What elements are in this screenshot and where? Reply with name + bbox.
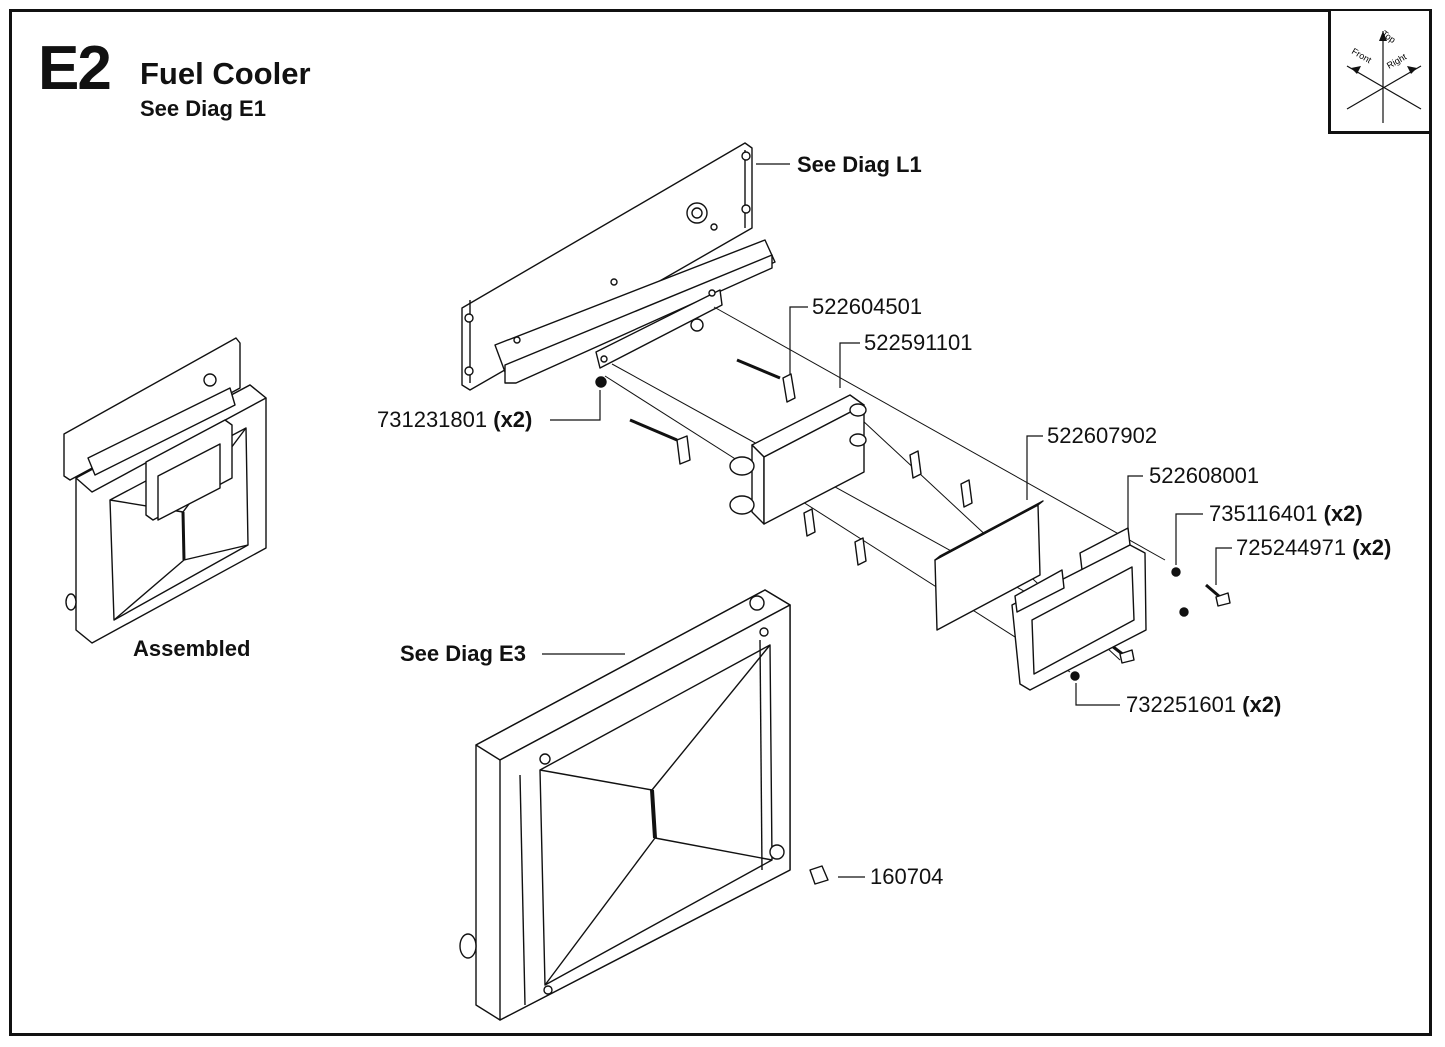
part-number: 725244971 — [1236, 535, 1347, 560]
radiator-assembly — [459, 589, 829, 1021]
callout-160704: 160704 — [870, 866, 943, 888]
diagram-code: E2 — [38, 34, 112, 103]
frame-bracket — [1011, 544, 1147, 691]
fuel-cooler-core — [729, 394, 867, 525]
quantity: (x2) — [1242, 692, 1282, 717]
callout-522607902: 522607902 — [1047, 425, 1157, 447]
quantity: (x2) — [1323, 501, 1363, 526]
quantity: (x2) — [493, 407, 533, 432]
part-number: 522608001 — [1149, 463, 1260, 488]
callout-732251601: 732251601 (x2) — [1126, 694, 1281, 716]
diagram-subtitle: See Diag E1 — [140, 96, 266, 121]
part-number: 160704 — [870, 864, 944, 889]
quantity: (x2) — [1352, 535, 1392, 560]
see-diag-l1-label: See Diag L1 — [797, 152, 922, 177]
assembled-label: Assembled — [133, 636, 251, 661]
gasket-plate — [934, 500, 1044, 631]
part-number: 522604501 — [812, 294, 923, 319]
callout-735116401: 735116401 (x2) — [1209, 503, 1363, 525]
mounting-bracket — [461, 142, 776, 391]
callout-731231801: 731231801 (x2) — [377, 409, 532, 431]
orientation-indicator: Top Front Right — [1328, 11, 1429, 134]
part-number: 731231801 — [377, 407, 488, 432]
part-number: 522607902 — [1047, 423, 1158, 448]
see-diag-e3-label: See Diag E3 — [400, 641, 526, 666]
callout-725244971: 725244971 (x2) — [1236, 537, 1391, 559]
part-number: 732251601 — [1126, 692, 1237, 717]
callout-522608001: 522608001 — [1149, 465, 1259, 487]
callout-522591101: 522591101 — [864, 332, 973, 354]
leader-lines — [542, 163, 1232, 878]
callout-522604501: 522604501 — [812, 296, 922, 318]
diagram-frame — [9, 9, 1432, 1036]
diagram-title: Fuel Cooler — [140, 56, 311, 91]
assembled-view — [63, 337, 267, 644]
part-number: 735116401 — [1209, 501, 1318, 526]
part-number: 522591101 — [864, 330, 973, 355]
